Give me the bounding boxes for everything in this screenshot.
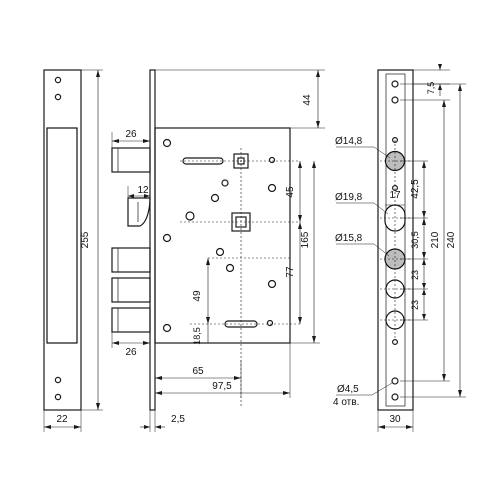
svg-text:210: 210: [430, 231, 441, 248]
svg-text:240: 240: [446, 231, 457, 248]
svg-text:12: 12: [137, 185, 149, 196]
svg-text:Ø19,8: Ø19,8: [335, 192, 363, 203]
dim-23-b: 23: [400, 289, 428, 321]
svg-text:255: 255: [80, 231, 91, 248]
dim-30-5: 30,5: [400, 218, 428, 260]
dim-18-5: 18,5: [192, 324, 209, 345]
svg-text:23: 23: [410, 270, 420, 280]
dim-26-bottom: 26: [111, 332, 150, 358]
dim-22: 22: [43, 410, 82, 432]
right-faceplate: [377, 69, 414, 411]
svg-text:22: 22: [56, 414, 68, 425]
dim-210: 210: [400, 99, 450, 382]
svg-text:7,5: 7,5: [426, 82, 436, 95]
label-d14-8: Ø14,8: [335, 136, 391, 159]
dim-165: 165: [290, 161, 320, 344]
dim-240: 240: [400, 83, 466, 398]
dim-49: 49: [192, 258, 210, 324]
svg-text:26: 26: [125, 129, 137, 140]
dim-65: 65: [154, 360, 242, 398]
svg-text:Ø14,8: Ø14,8: [335, 136, 363, 147]
dim-77: 77: [285, 222, 302, 324]
dim-30: 30: [377, 410, 414, 432]
svg-text:65: 65: [192, 366, 204, 377]
lock-case: [149, 69, 291, 411]
svg-text:Ø4,5: Ø4,5: [337, 384, 359, 395]
dim-23-a: 23: [400, 259, 428, 290]
dim-97-5: 97,5: [155, 343, 291, 398]
svg-text:45: 45: [285, 186, 296, 198]
svg-text:18,5: 18,5: [192, 327, 202, 345]
dim-26-top: 26: [111, 129, 150, 148]
svg-text:44: 44: [302, 94, 313, 106]
svg-text:42,5: 42,5: [410, 179, 421, 199]
label-d19-8: Ø19,8: [335, 192, 389, 215]
dim-255: 255: [80, 69, 103, 411]
svg-text:30: 30: [389, 414, 401, 425]
svg-text:26: 26: [125, 347, 137, 358]
svg-text:30,5: 30,5: [410, 231, 420, 249]
svg-text:23: 23: [410, 300, 420, 310]
dim-44: 44: [155, 69, 325, 129]
dim-17: 17: [385, 190, 405, 206]
label-mount-holes: Ø4,5 4 отв.: [333, 382, 393, 408]
left-faceplate: [43, 69, 82, 411]
dim-2-5: 2,5: [140, 410, 185, 432]
svg-text:97,5: 97,5: [212, 381, 232, 392]
svg-text:Ø15,8: Ø15,8: [335, 233, 363, 244]
dim-45: 45: [285, 161, 302, 222]
label-d15-8: Ø15,8: [335, 233, 390, 257]
dim-7-5: 7,5: [400, 64, 450, 96]
dim-12: 12: [127, 185, 150, 198]
dim-42-5: 42,5: [400, 160, 428, 219]
svg-text:4 отв.: 4 отв.: [333, 397, 359, 408]
svg-text:77: 77: [285, 266, 296, 278]
svg-text:165: 165: [300, 231, 311, 248]
case-internals: [162, 138, 300, 408]
svg-text:17: 17: [389, 190, 401, 201]
svg-text:2,5: 2,5: [171, 414, 185, 425]
svg-text:49: 49: [192, 290, 203, 302]
bolts: [111, 147, 151, 333]
